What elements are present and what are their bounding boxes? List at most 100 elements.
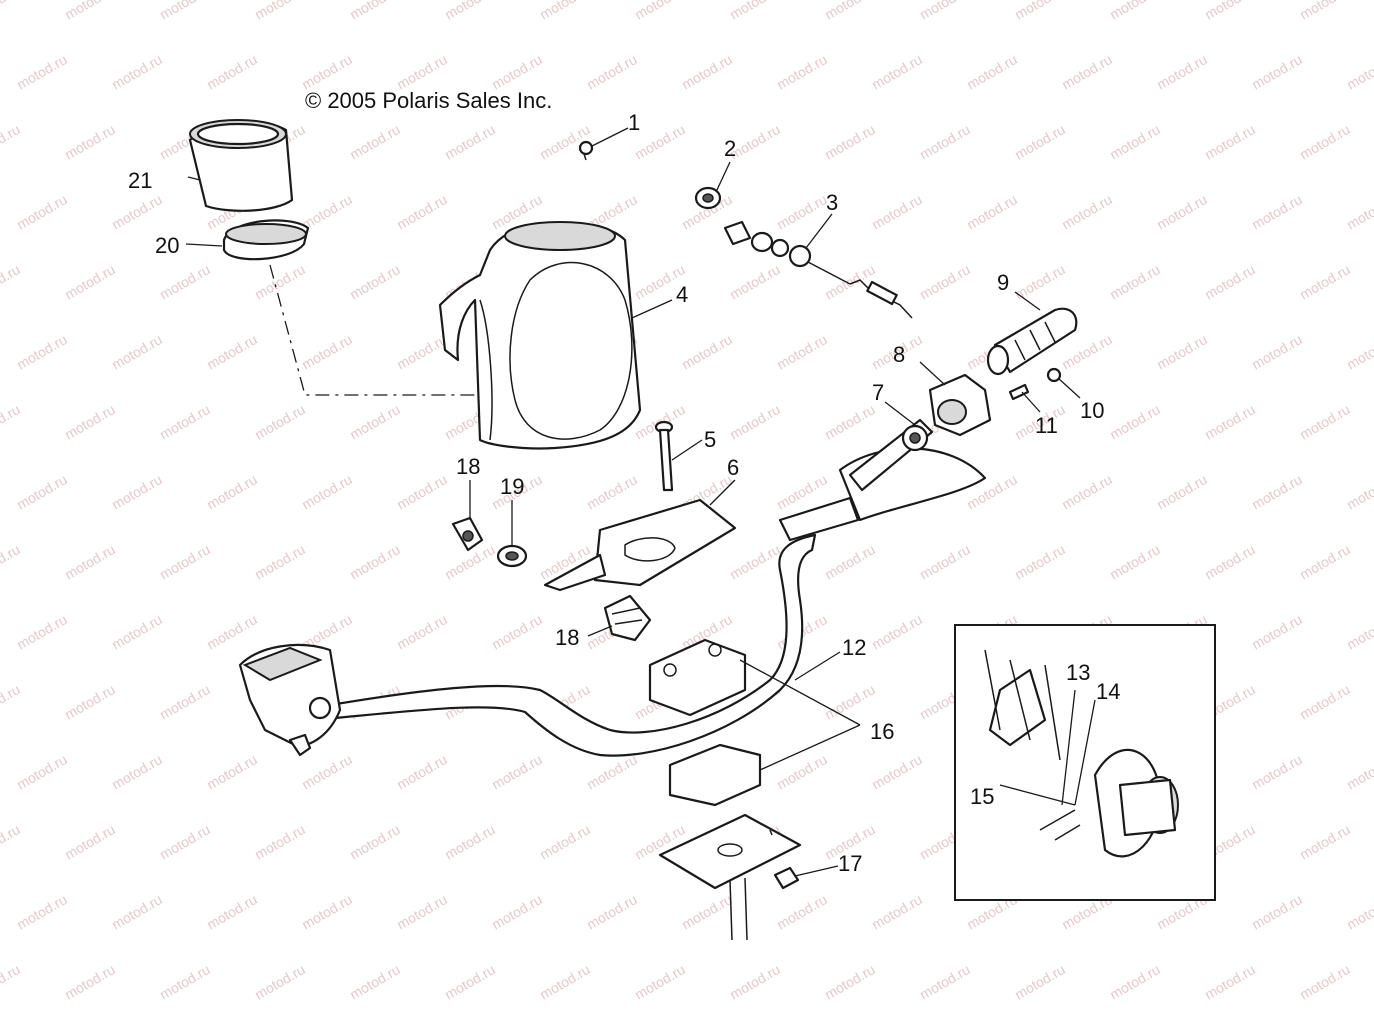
watermark-text: motod.ru	[632, 961, 688, 1002]
watermark-text: motod.ru	[204, 51, 260, 92]
watermark-text: motod.ru	[1249, 191, 1305, 232]
watermark-text: motod.ru	[157, 401, 213, 442]
watermark-text: motod.ru	[1344, 891, 1374, 932]
watermark-text: motod.ru	[964, 191, 1020, 232]
watermark-text: motod.ru	[869, 611, 925, 652]
watermark-text: motod.ru	[1154, 191, 1210, 232]
watermark-text: motod.ru	[869, 191, 925, 232]
watermark-text: motod.ru	[347, 821, 403, 862]
watermark-text: motod.ru	[917, 261, 973, 302]
watermark-text: motod.ru	[394, 191, 450, 232]
watermark-text: motod.ru	[204, 611, 260, 652]
watermark-text: motod.ru	[489, 611, 545, 652]
watermark-text: motod.ru	[1297, 121, 1353, 162]
part-17-mounting-plate	[658, 813, 802, 941]
watermark-text: motod.ru	[917, 0, 973, 23]
watermark-text: motod.ru	[109, 471, 165, 512]
watermark-text: motod.ru	[774, 751, 830, 792]
watermark-text: motod.ru	[1059, 51, 1115, 92]
part-9-grip	[986, 307, 1078, 376]
part-16-lower-clamp	[668, 743, 762, 807]
watermark-text: motod.ru	[347, 0, 403, 23]
watermark-text: motod.ru	[394, 751, 450, 792]
watermark-text: motod.ru	[347, 261, 403, 302]
watermark-text: motod.ru	[394, 51, 450, 92]
part-6-bracket	[543, 498, 737, 592]
part-10-cap	[1046, 367, 1062, 383]
watermark-text: motod.ru	[489, 51, 545, 92]
watermark-text: motod.ru	[1012, 0, 1068, 23]
watermark-text: motod.ru	[917, 541, 973, 582]
watermark-text: motod.ru	[1344, 471, 1374, 512]
watermark-text: motod.ru	[822, 961, 878, 1002]
callout-1: 1	[628, 110, 640, 135]
watermark-text: motod.ru	[394, 611, 450, 652]
watermark-text: motod.ru	[1154, 471, 1210, 512]
watermark-text: motod.ru	[0, 121, 23, 162]
watermark-text: motod.ru	[1249, 51, 1305, 92]
watermark-text: motod.ru	[584, 891, 640, 932]
copyright-text: © 2005 Polaris Sales Inc.	[305, 88, 552, 113]
watermark-text: motod.ru	[1297, 0, 1353, 23]
watermark-text: motod.ru	[1297, 541, 1353, 582]
watermark-text: motod.ru	[347, 121, 403, 162]
watermark-text: motod.ru	[252, 961, 308, 1002]
watermark-text: motod.ru	[204, 471, 260, 512]
watermark-text: motod.ru	[62, 0, 118, 23]
callout-8: 8	[893, 342, 905, 367]
callout-13: 13	[1066, 660, 1090, 685]
watermark-text: motod.ru	[62, 961, 118, 1002]
watermark-text: motod.ru	[14, 891, 70, 932]
watermark-text: motod.ru	[14, 611, 70, 652]
watermark-text: motod.ru	[727, 961, 783, 1002]
watermark-text: motod.ru	[14, 471, 70, 512]
watermark-text: motod.ru	[14, 331, 70, 372]
callout-20: 20	[155, 233, 179, 258]
watermark-text: motod.ru	[299, 331, 355, 372]
part-left-master-cylinder	[238, 643, 342, 757]
watermark-text: motod.ru	[1297, 401, 1353, 442]
callout-19: 19	[500, 474, 524, 499]
part-18-upper-bracket	[451, 516, 484, 552]
watermark-text: motod.ru	[157, 681, 213, 722]
watermark-text: motod.ru	[1297, 261, 1353, 302]
callout-10: 10	[1080, 398, 1104, 423]
watermark-text: motod.ru	[822, 681, 878, 722]
watermark-text: motod.ru	[1202, 541, 1258, 582]
watermark-text: motod.ru	[1297, 681, 1353, 722]
watermark-text: motod.ru	[252, 0, 308, 23]
watermark-text: motod.ru	[394, 471, 450, 512]
watermark-text: motod.ru	[679, 331, 735, 372]
watermark-text: motod.ru	[157, 261, 213, 302]
watermark-text: motod.ru	[62, 681, 118, 722]
part-1-screw	[578, 140, 594, 161]
watermark-text: motod.ru	[0, 401, 23, 442]
watermark-text: motod.ru	[1012, 961, 1068, 1002]
callout-18-upper: 18	[456, 454, 480, 479]
watermark-text: motod.ru	[822, 261, 878, 302]
watermark-text: motod.ru	[1107, 261, 1163, 302]
watermark-text: motod.ru	[1012, 121, 1068, 162]
watermark-text: motod.ru	[917, 121, 973, 162]
part-18-lower-switch	[603, 594, 652, 642]
part-5-bolt	[654, 420, 674, 492]
watermark-text: motod.ru	[1107, 541, 1163, 582]
watermark-text: motod.ru	[252, 261, 308, 302]
callout-6: 6	[727, 455, 739, 480]
watermark-text: motod.ru	[727, 0, 783, 23]
watermark-text: motod.ru	[1249, 611, 1305, 652]
watermark-text: motod.ru	[62, 121, 118, 162]
watermark-text: motod.ru	[774, 51, 830, 92]
watermark-text: motod.ru	[822, 401, 878, 442]
watermark-text: motod.ru	[584, 471, 640, 512]
watermark-text: motod.ru	[0, 541, 23, 582]
watermark-text: motod.ru	[347, 961, 403, 1002]
watermark-text: motod.ru	[1344, 51, 1374, 92]
watermark-text: motod.ru	[632, 121, 688, 162]
watermark-text: motod.ru	[1107, 401, 1163, 442]
watermark-text: motod.ru	[1202, 261, 1258, 302]
watermark-text: motod.ru	[109, 611, 165, 652]
watermark-text: motod.ru	[0, 0, 23, 23]
watermark-text: motod.ru	[62, 821, 118, 862]
